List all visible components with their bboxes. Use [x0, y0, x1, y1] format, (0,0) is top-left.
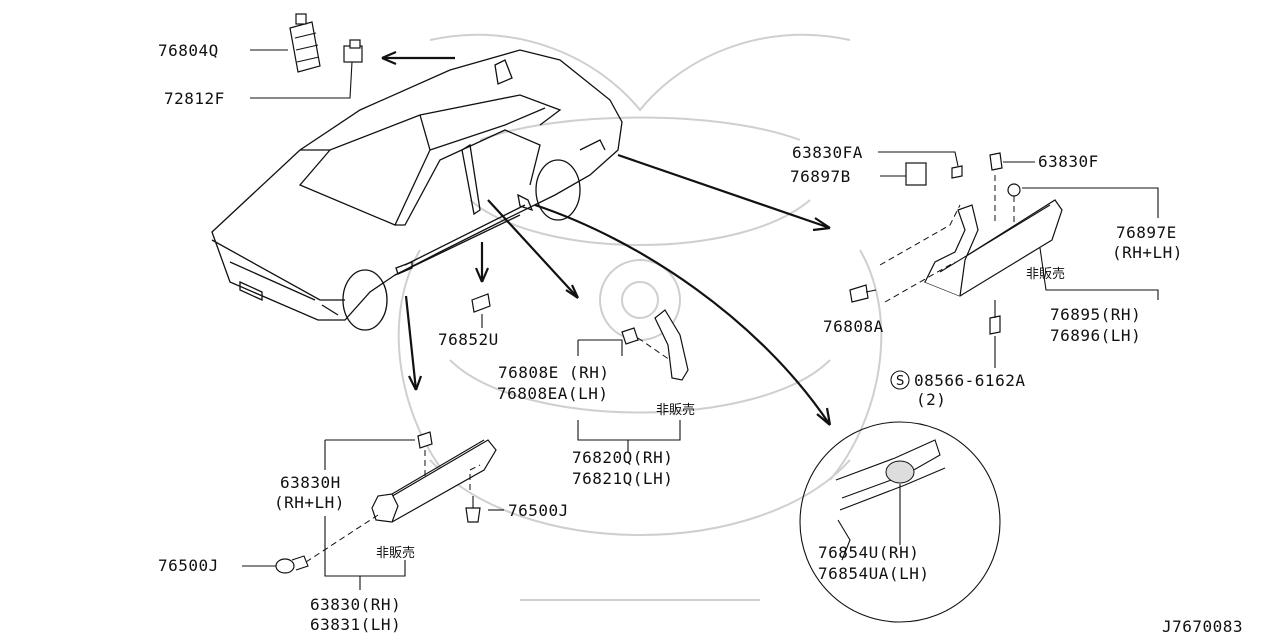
label-76820Q: 76820Q(RH) [572, 448, 673, 467]
label-76804Q: 76804Q [158, 41, 219, 60]
label-63831: 63831(LH) [310, 615, 401, 634]
label-08566-6162A: 08566-6162A [914, 371, 1025, 390]
standard-bolt-symbol-letter: S [896, 374, 904, 389]
part-76897B [905, 162, 927, 186]
part-76808E-clip [621, 327, 639, 345]
label-76500J-left: 76500J [158, 556, 219, 575]
part-76500J-screw [465, 496, 481, 523]
part-63830F [989, 152, 1003, 171]
part-08566-6162A [989, 300, 1001, 335]
detail-circle-76854U [799, 421, 1001, 623]
part-63830FA [951, 165, 963, 179]
note-not-for-sale-left: 非販売 [376, 545, 415, 561]
label-76854UA: 76854UA(LH) [818, 564, 929, 583]
label-76500J-right: 76500J [508, 501, 569, 520]
label-76852U: 76852U [438, 330, 499, 349]
label-63830H-side: (RH+LH) [274, 493, 345, 512]
part-76897E [1007, 183, 1021, 197]
car-illustration [211, 49, 623, 331]
label-76808E: 76808E (RH) [498, 363, 609, 382]
diagram-id: J7670083 [1162, 617, 1243, 636]
note-not-for-sale-right: 非販売 [1026, 266, 1065, 282]
label-76897E-side: (RH+LH) [1112, 243, 1183, 262]
part-76804Q [289, 13, 321, 73]
callout-arrows [381, 50, 832, 426]
label-63830FA: 63830FA [792, 143, 863, 162]
label-63830: 63830(RH) [310, 595, 401, 614]
label-76808A: 76808A [823, 317, 884, 336]
label-76895: 76895(RH) [1050, 305, 1141, 324]
label-76821Q: 76821Q(LH) [572, 469, 673, 488]
part-76500J-clip [275, 555, 309, 574]
part-72812F [343, 39, 363, 63]
label-08566-qty: (2) [916, 390, 946, 409]
label-76897B: 76897B [790, 167, 851, 186]
label-76897E: 76897E [1116, 223, 1177, 242]
label-76854U: 76854U(RH) [818, 543, 919, 562]
standard-bolt-symbol [890, 370, 910, 390]
label-76896: 76896(LH) [1050, 326, 1141, 345]
label-63830F: 63830F [1038, 152, 1099, 171]
part-63830-mudguard [371, 439, 497, 523]
watermark-emblem [397, 33, 883, 601]
part-76852U [471, 293, 491, 313]
note-not-for-sale-middle: 非販売 [656, 402, 695, 418]
part-76895-mudguard [923, 199, 1063, 297]
part-76820Q-trim [654, 309, 689, 381]
label-63830H: 63830H [280, 473, 341, 492]
part-63830H-clip [417, 431, 433, 449]
label-72812F: 72812F [164, 89, 225, 108]
part-76808A [849, 284, 877, 303]
label-76808EA: 76808EA(LH) [497, 384, 608, 403]
